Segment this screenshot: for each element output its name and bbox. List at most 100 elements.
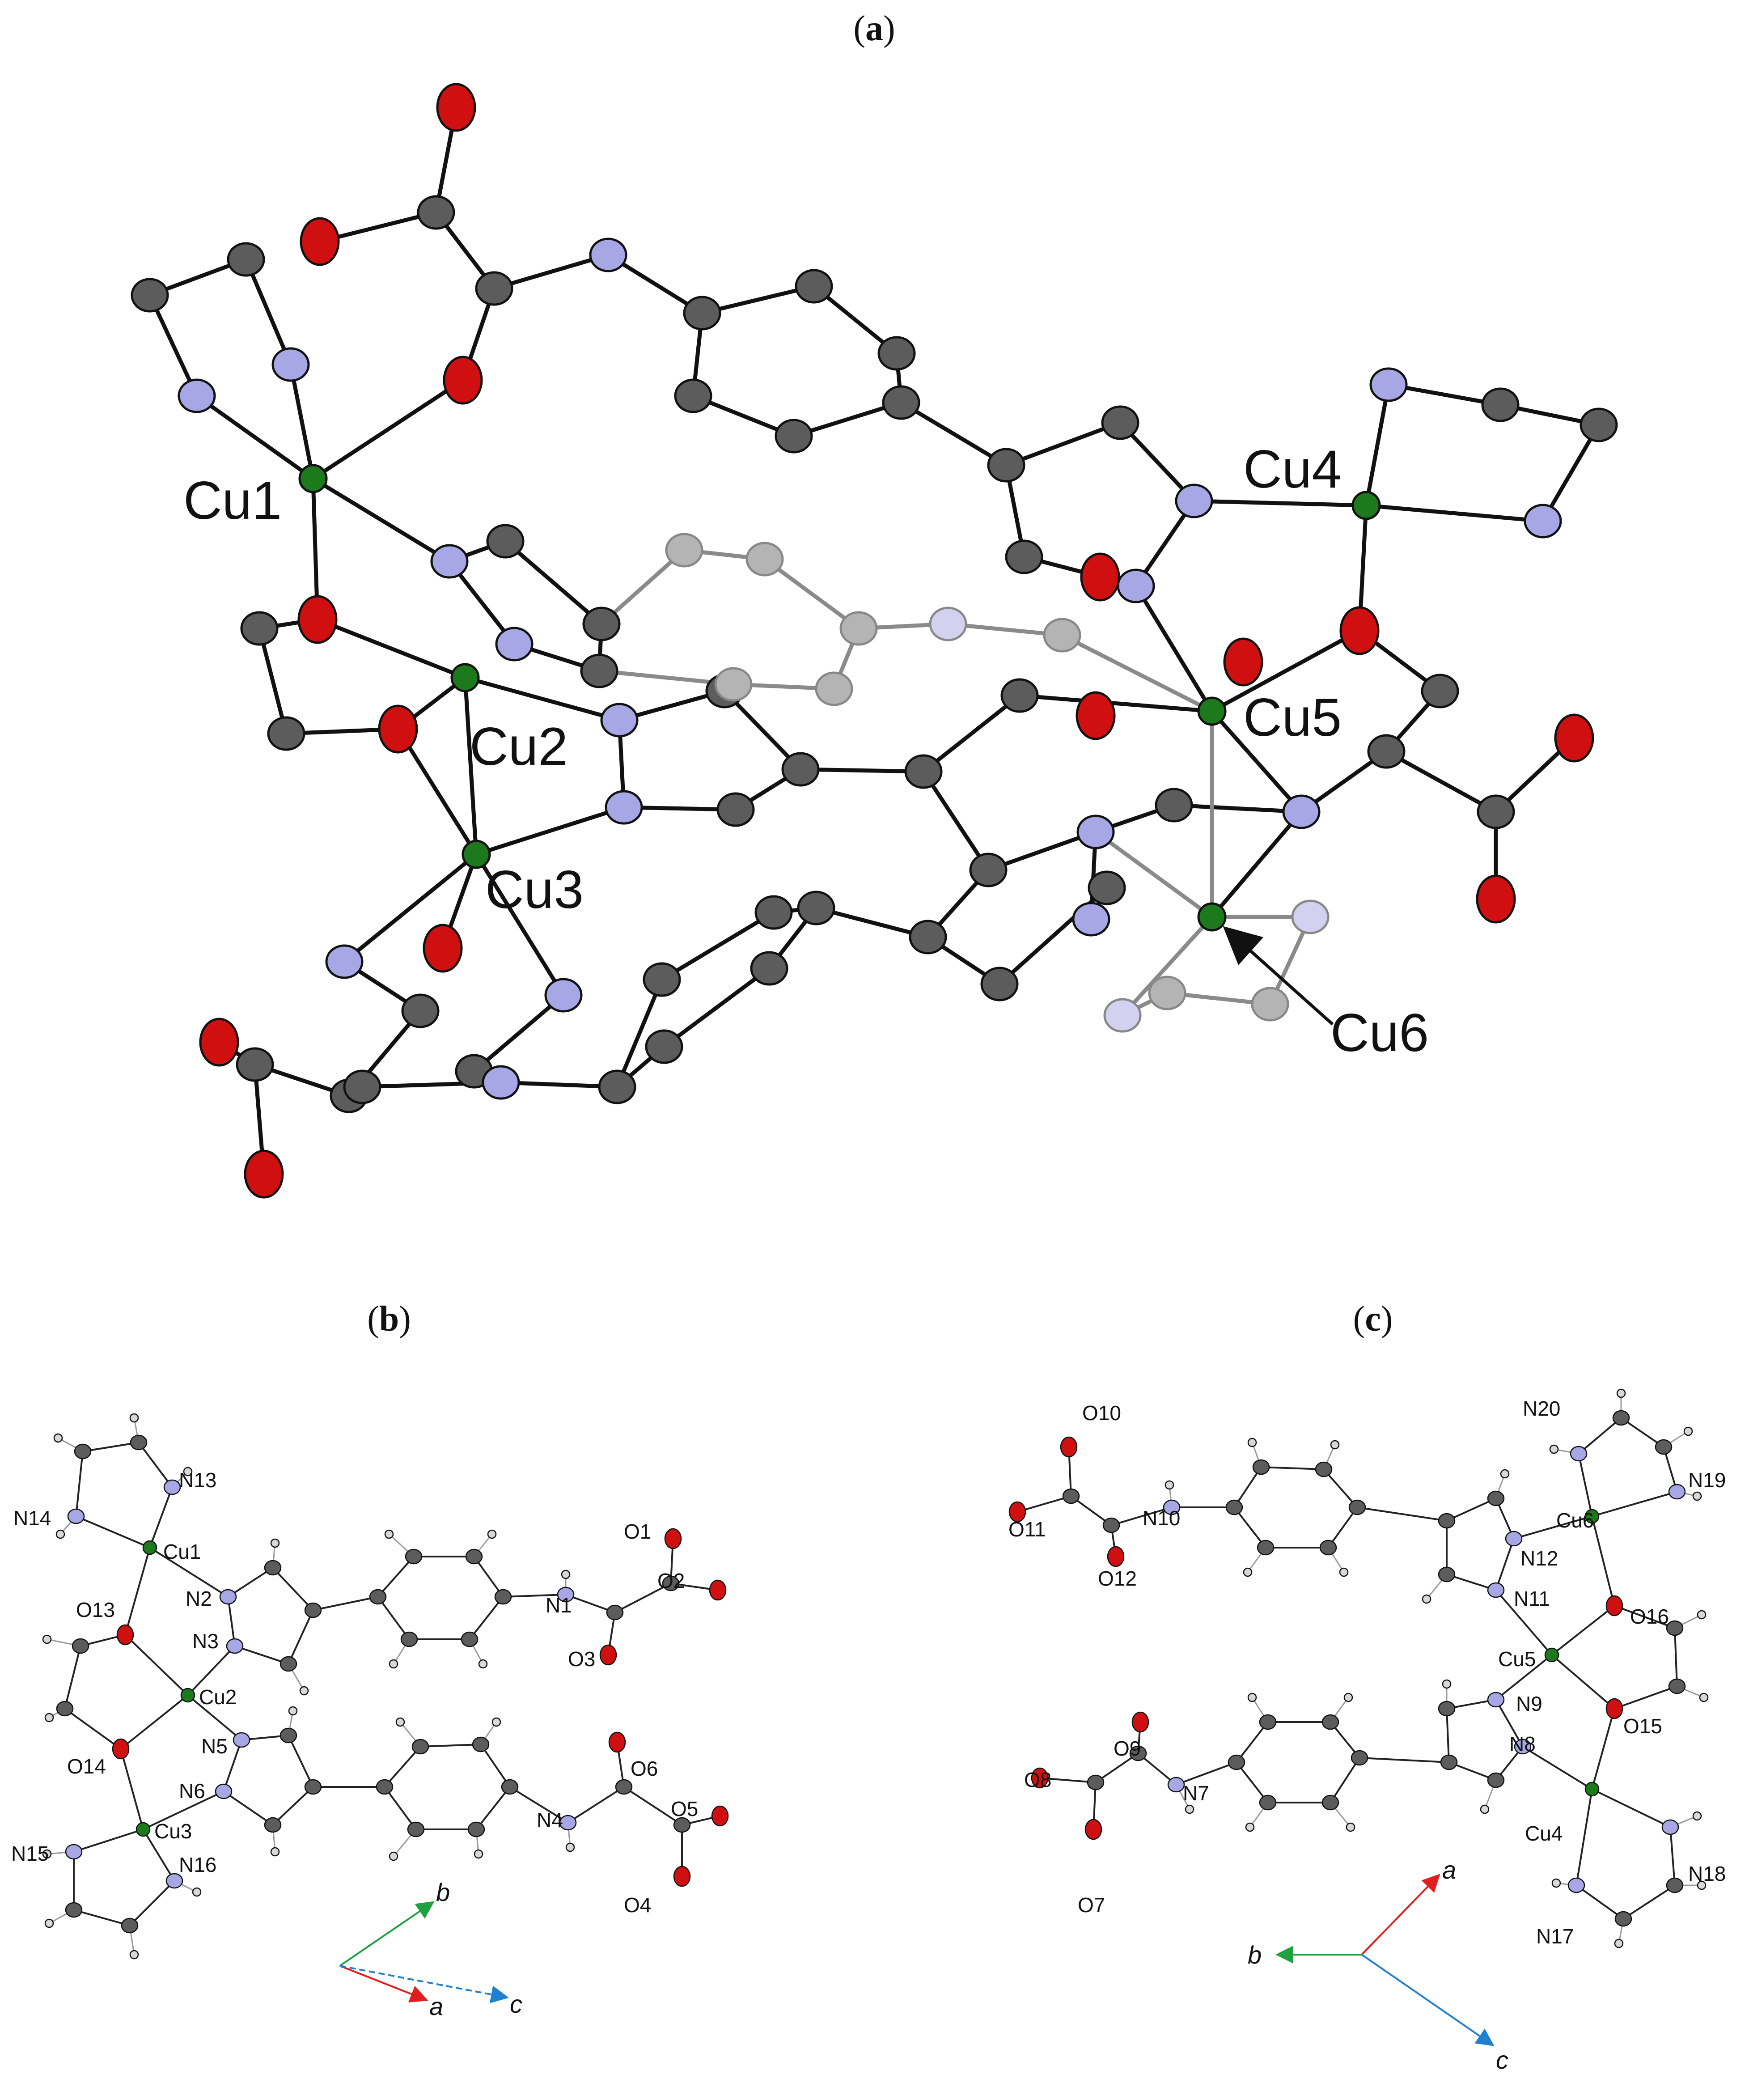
bond — [921, 693, 1022, 774]
label-o12: O12 — [1098, 1567, 1137, 1590]
bond — [474, 852, 566, 997]
bond — [1446, 1708, 1450, 1763]
bond — [227, 1596, 236, 1647]
carbon-atom — [665, 533, 703, 568]
bond — [662, 966, 771, 1049]
bond — [1620, 1417, 1664, 1448]
carbon-atom — [1259, 1714, 1277, 1730]
hydrogen-atom — [1692, 1811, 1702, 1821]
hydrogen-atom — [1692, 1491, 1702, 1501]
label-o15: O15 — [1623, 1714, 1662, 1738]
carbon-atom — [240, 611, 279, 646]
nitrogen-atom — [557, 1587, 575, 1603]
bond — [1551, 1654, 1615, 1710]
carbon-atom — [343, 1069, 381, 1104]
bond — [288, 1735, 314, 1788]
panel-c-structure — [1008, 1388, 1709, 1948]
axis-c-b-label: b — [1248, 1941, 1262, 1969]
bond — [1613, 1685, 1678, 1710]
label-o9: O9 — [1114, 1737, 1141, 1760]
nitrogen-atom — [1487, 1582, 1505, 1598]
carbon-atom — [417, 195, 455, 230]
axis-b-a-label: a — [429, 1992, 443, 2020]
bond — [195, 394, 315, 481]
bond — [1578, 1417, 1622, 1455]
carbon-atom — [1351, 1750, 1368, 1766]
label-o14: O14 — [67, 1755, 106, 1778]
oxygen-atom — [1008, 1501, 1026, 1523]
bond — [149, 1547, 229, 1598]
bond — [1323, 1468, 1358, 1508]
carbon-atom — [606, 1604, 624, 1621]
bond — [1575, 1884, 1624, 1920]
carbon-atom — [1259, 1795, 1277, 1811]
hydrogen-atom — [1165, 1480, 1174, 1490]
hydrogen-atom — [1697, 1880, 1707, 1890]
carbon-atom — [236, 1047, 274, 1082]
bond — [660, 910, 776, 982]
bond — [288, 1609, 314, 1665]
carbon-atom — [264, 1560, 282, 1576]
carbon-atom — [1087, 1774, 1105, 1790]
carbon-atom — [1668, 1678, 1686, 1694]
label-n17: N17 — [1536, 1925, 1574, 1948]
bond — [1175, 1761, 1237, 1786]
nitrogen-atom — [1567, 1877, 1585, 1893]
nitrogen-atom — [325, 944, 364, 979]
label-o5: O5 — [671, 1797, 698, 1820]
nitrogen-atom — [271, 347, 310, 382]
carbon-atom — [267, 716, 305, 751]
carbon-atom — [401, 993, 440, 1028]
carbon-atom — [795, 269, 833, 304]
bond — [1236, 1721, 1269, 1763]
bond — [1591, 1708, 1615, 1790]
label-n19: N19 — [1688, 1468, 1726, 1492]
oxygen-atom — [1339, 606, 1380, 655]
oxygen-atom — [1107, 1546, 1125, 1567]
carbon-atom — [1612, 1410, 1630, 1426]
bond — [492, 253, 610, 291]
carbon-atom — [1666, 1620, 1684, 1636]
label-n11: N11 — [1514, 1587, 1550, 1610]
panel-c-axes: a b c — [1248, 1856, 1508, 2074]
carbon-atom — [674, 378, 712, 413]
bond — [946, 622, 1064, 637]
bond — [1575, 1788, 1593, 1886]
carbon-atom — [1148, 976, 1186, 1010]
hydrogen-atom — [1422, 1594, 1431, 1604]
bonds — [46, 1417, 721, 1956]
carbon-atom — [1580, 407, 1618, 442]
bond — [1495, 1654, 1553, 1701]
bond — [473, 1556, 504, 1598]
nitrogen-atom — [430, 544, 469, 579]
carbon-atom — [1440, 1754, 1458, 1770]
atoms — [42, 1413, 729, 1960]
bond — [223, 1790, 274, 1826]
carbon-atom — [472, 1736, 490, 1752]
carbon-atom — [1102, 1517, 1120, 1533]
cu6-pointer-arrow — [1223, 926, 1334, 1026]
bond — [234, 1645, 289, 1665]
copper-atom — [1584, 1509, 1600, 1524]
carbon-atom — [1438, 1513, 1456, 1529]
label-n13: N13 — [179, 1468, 216, 1492]
carbon-atom — [227, 242, 265, 277]
carbon-atom — [877, 336, 916, 371]
bond — [149, 1486, 173, 1548]
copper-atom — [142, 1540, 157, 1555]
bond — [469, 1596, 504, 1640]
carbon-atom — [1477, 794, 1515, 829]
bond — [1578, 1453, 1593, 1517]
label-cu4: Cu4 — [1243, 439, 1342, 499]
nitrogen-atom — [605, 790, 643, 825]
hydrogen-atom — [1616, 1388, 1626, 1398]
bond — [1210, 628, 1362, 713]
carbon-atom — [1487, 1772, 1505, 1788]
label-cu6: Cu6 — [1330, 1003, 1429, 1063]
nitrogen-atom — [65, 1844, 83, 1860]
panel-a-labels: Cu1 Cu2 Cu3 Cu4 Cu5 Cu6 — [183, 439, 1429, 1063]
label-c-cu4: Cu4 — [1525, 1822, 1563, 1845]
carbon-atom — [501, 1779, 519, 1795]
carbon-atom — [716, 792, 755, 827]
hydrogen-atom — [299, 1686, 309, 1696]
